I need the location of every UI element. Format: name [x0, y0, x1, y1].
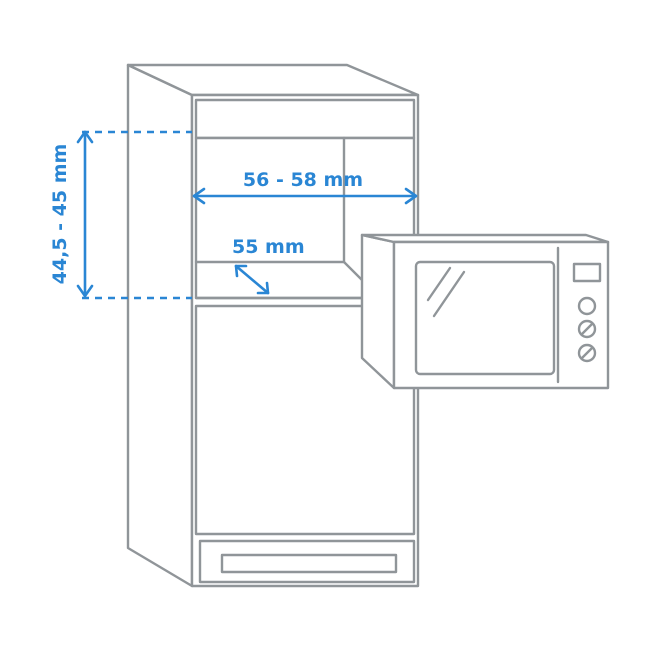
height-dimension: [76, 130, 192, 300]
cabinet-top-panel: [194, 98, 416, 140]
depth-dimension: [234, 264, 270, 295]
width-dimension-label: 56 - 58 mm: [243, 169, 363, 191]
width-arrow-left: [192, 187, 206, 205]
microwave-door-window: [414, 260, 556, 376]
width-arrow-right: [404, 187, 418, 205]
width-dimension: [192, 187, 418, 205]
cabinet-lower-door: [194, 304, 416, 536]
height-arrow-top: [76, 130, 94, 144]
height-arrow-bottom: [76, 284, 94, 298]
microwave-knob-1: [577, 296, 597, 316]
microwave-oven: [360, 233, 610, 390]
height-dimension-label: 44,5 - 45 mm: [49, 144, 71, 285]
depth-dimension-label: 55 mm: [232, 236, 305, 258]
plinth-handle: [220, 553, 398, 574]
microwave-display: [572, 262, 602, 283]
depth-arrow-front: [256, 281, 270, 295]
depth-arrow-back: [234, 264, 248, 278]
cabinet-side-panel: [126, 63, 194, 588]
window-reflection: [426, 266, 452, 302]
